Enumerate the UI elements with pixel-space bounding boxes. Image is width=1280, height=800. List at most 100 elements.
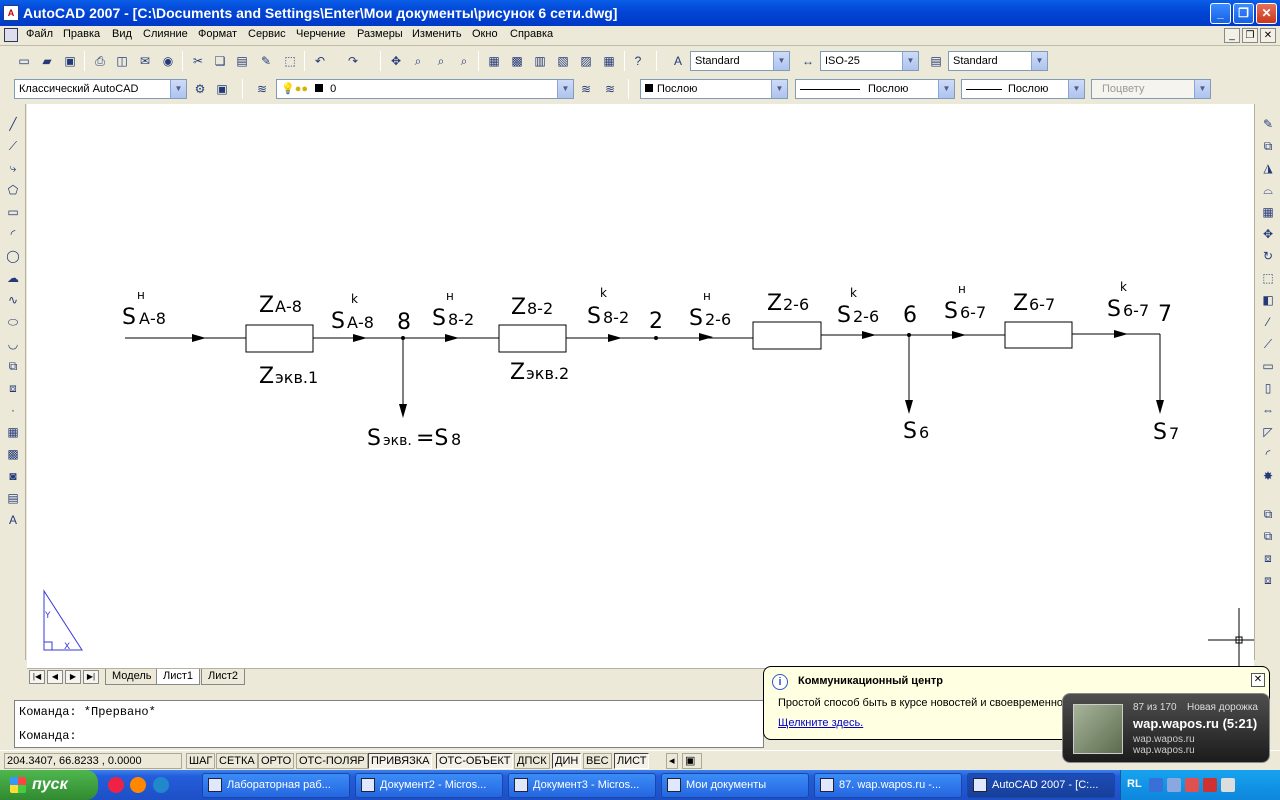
- copy-object-icon[interactable]: ⧉: [1263, 139, 1273, 153]
- arc-icon[interactable]: ◜: [10, 227, 16, 241]
- revision-cloud-icon[interactable]: ☁: [7, 271, 19, 285]
- ellipse-icon[interactable]: ⬭: [7, 315, 19, 329]
- match-properties-icon[interactable]: ✎: [260, 54, 272, 68]
- construction-line-icon[interactable]: ⟋: [8, 139, 18, 153]
- menu-merge[interactable]: Слияние: [143, 28, 188, 40]
- menu-view[interactable]: Вид: [112, 28, 132, 40]
- offset-icon[interactable]: ⌓: [1263, 183, 1273, 197]
- polygon-icon[interactable]: ⬠: [7, 183, 19, 197]
- extend-icon[interactable]: ⟋: [1263, 337, 1273, 351]
- text-style-icon[interactable]: A: [673, 54, 682, 68]
- dim-style-select[interactable]: ISO-25▼: [820, 51, 919, 71]
- maximize-viewport-icon[interactable]: ▣: [682, 753, 702, 769]
- tray-security-icon[interactable]: [1185, 778, 1199, 792]
- notification-link[interactable]: Щелкните здесь.: [778, 717, 864, 729]
- close-icon[interactable]: ✕: [1251, 673, 1265, 687]
- doc-minimize-button[interactable]: _: [1224, 28, 1240, 43]
- line-icon[interactable]: ╱: [9, 117, 17, 131]
- scale-icon[interactable]: ⬚: [1262, 271, 1274, 285]
- first-tab-button[interactable]: |◀: [29, 670, 45, 684]
- command-prompt[interactable]: Команда:: [19, 729, 77, 743]
- save-icon[interactable]: ▣: [64, 54, 76, 68]
- menu-modify[interactable]: Изменить: [412, 28, 462, 40]
- status-ducs[interactable]: ДПСК: [514, 753, 550, 769]
- new-file-icon[interactable]: ▭: [18, 54, 30, 68]
- menu-draw[interactable]: Черчение: [296, 28, 346, 40]
- color-select[interactable]: Послою▼: [640, 79, 788, 99]
- text-style-select[interactable]: Standard▼: [690, 51, 790, 71]
- break-at-point-icon[interactable]: ▭: [1262, 359, 1274, 373]
- paste-icon[interactable]: ▤: [236, 54, 248, 68]
- plot-preview-icon[interactable]: ◫: [116, 54, 128, 68]
- menu-tools[interactable]: Сервис: [248, 28, 286, 40]
- send-under-icon[interactable]: ⧈: [1264, 573, 1272, 587]
- task-document3[interactable]: Документ3 - Micros...: [508, 773, 656, 798]
- publish-icon[interactable]: ✉: [139, 54, 151, 68]
- array-icon[interactable]: ▦: [1262, 205, 1274, 219]
- plot-icon[interactable]: ⎙: [95, 54, 105, 68]
- status-otrack[interactable]: ОТС-ОБЪЕКТ: [436, 753, 514, 769]
- design-center-icon[interactable]: ▩: [511, 54, 523, 68]
- table-icon[interactable]: ▤: [7, 491, 19, 505]
- coordinates-readout[interactable]: 204.3407, 66.8233 , 0.0000: [4, 753, 182, 769]
- table-style-icon[interactable]: ▤: [930, 54, 942, 68]
- status-grid[interactable]: СЕТКА: [216, 753, 258, 769]
- status-polar[interactable]: ОТС-ПОЛЯР: [296, 753, 368, 769]
- hatch-icon[interactable]: ▦: [7, 425, 19, 439]
- layer-previous-icon[interactable]: ≋: [604, 82, 616, 96]
- doc-close-button[interactable]: ✕: [1260, 28, 1276, 43]
- polyline-icon[interactable]: ⤷: [9, 161, 17, 175]
- tab-model[interactable]: Модель: [105, 669, 159, 685]
- task-document2[interactable]: Документ2 - Micros...: [355, 773, 503, 798]
- document-icon[interactable]: [4, 28, 18, 42]
- circle-icon[interactable]: ◯: [6, 249, 20, 263]
- insert-block-icon[interactable]: ⧉: [8, 359, 18, 373]
- quicklaunch-icon[interactable]: [108, 777, 124, 793]
- calculator-icon[interactable]: ▦: [603, 54, 615, 68]
- move-icon[interactable]: ✥: [1262, 227, 1274, 241]
- task-my-documents[interactable]: Мои документы: [661, 773, 809, 798]
- workspace-save-icon[interactable]: ▣: [216, 82, 228, 96]
- tray-tool-icon[interactable]: [1203, 778, 1217, 792]
- scroll-left-icon[interactable]: ◂: [666, 753, 678, 769]
- task-player[interactable]: 87. wap.wapos.ru -...: [814, 773, 962, 798]
- lineweight-select[interactable]: Послою▼: [961, 79, 1085, 99]
- ellipse-arc-icon[interactable]: ◡: [7, 337, 19, 351]
- autocad-app-icon[interactable]: A: [3, 5, 19, 21]
- bring-above-icon[interactable]: ⧈: [1264, 551, 1272, 565]
- pan-icon[interactable]: ✥: [390, 54, 402, 68]
- ie-icon[interactable]: [153, 777, 169, 793]
- sheet-set-icon[interactable]: ▧: [557, 54, 569, 68]
- language-indicator[interactable]: RL: [1127, 778, 1142, 790]
- block-editor-icon[interactable]: ⬚: [284, 54, 296, 68]
- zoom-previous-icon[interactable]: ⌕: [460, 54, 468, 68]
- make-block-icon[interactable]: ⧈: [9, 381, 17, 395]
- task-lab-work[interactable]: Лабораторная раб...: [202, 773, 350, 798]
- break-icon[interactable]: ▯: [1264, 381, 1272, 395]
- explode-icon[interactable]: ✸: [1262, 469, 1274, 483]
- doc-restore-button[interactable]: ❐: [1242, 28, 1258, 43]
- spline-icon[interactable]: ∿: [7, 293, 19, 307]
- status-osnap[interactable]: ПРИВЯЗКА: [368, 753, 433, 769]
- stretch-icon[interactable]: ◧: [1262, 293, 1274, 307]
- tray-monitor-icon[interactable]: [1167, 778, 1181, 792]
- last-tab-button[interactable]: ▶|: [83, 670, 99, 684]
- cut-icon[interactable]: ✂: [192, 54, 204, 68]
- quicklaunch-icon[interactable]: [130, 777, 146, 793]
- redo-icon[interactable]: ↷: [347, 54, 359, 68]
- fillet-icon[interactable]: ◜: [1265, 447, 1271, 461]
- multiline-text-icon[interactable]: A: [8, 513, 17, 527]
- status-ortho[interactable]: ОРТО: [258, 753, 295, 769]
- point-icon[interactable]: ·: [11, 403, 15, 417]
- trim-icon[interactable]: ⁄: [1266, 315, 1269, 329]
- make-current-layer-icon[interactable]: ≋: [580, 82, 592, 96]
- workspace-settings-icon[interactable]: ⚙: [194, 82, 206, 96]
- start-button[interactable]: пуск: [0, 770, 98, 800]
- gradient-icon[interactable]: ▩: [7, 447, 19, 461]
- status-paper[interactable]: ЛИСТ: [614, 753, 650, 769]
- tray-speaker-icon[interactable]: [1221, 778, 1235, 792]
- status-lwt[interactable]: ВЕС: [583, 753, 612, 769]
- maximize-button[interactable]: ❐: [1233, 3, 1254, 24]
- layer-manager-icon[interactable]: ≋: [256, 82, 268, 96]
- undo-icon[interactable]: ↶: [314, 54, 326, 68]
